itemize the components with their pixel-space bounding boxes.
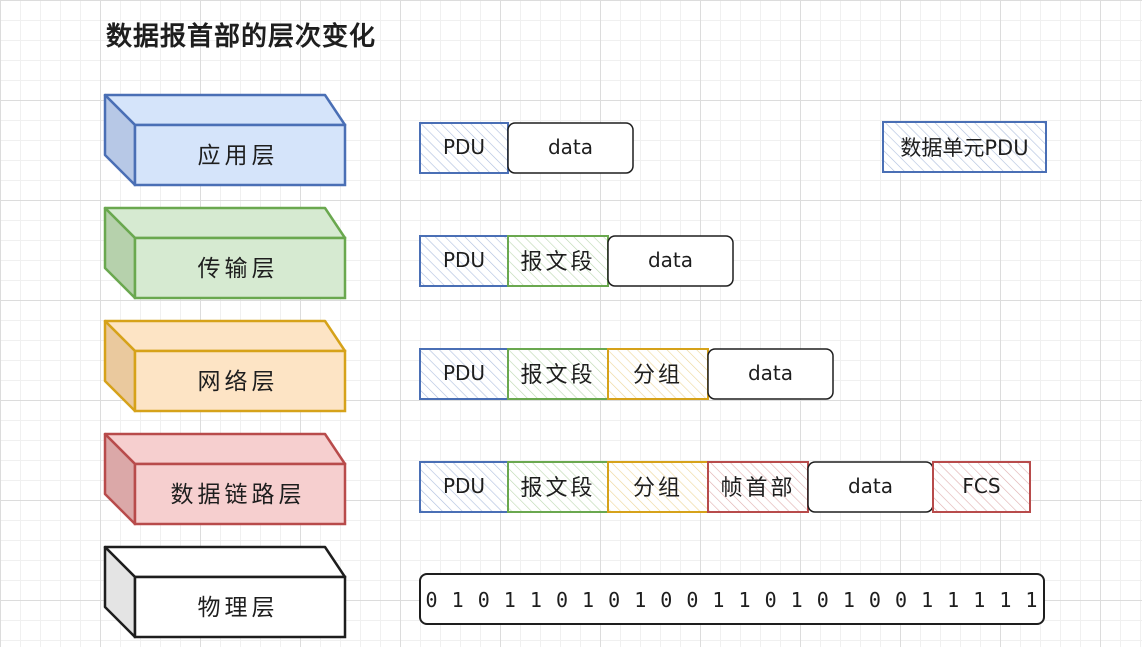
pdu-cell-label: data <box>648 248 693 272</box>
layer-block-top <box>103 93 347 127</box>
pdu-cell-segment: 报文段 <box>507 461 609 513</box>
layer-block-front <box>133 349 347 413</box>
pdu-cell-label: data <box>748 361 793 385</box>
pdu-cell-bg <box>507 235 609 287</box>
layer-row: 物理层 0 1 0 1 1 0 1 0 1 0 0 1 1 0 1 0 1 0 0… <box>103 545 1045 639</box>
pdu-cell-segment: 报文段 <box>507 348 609 400</box>
pdu-cell-label: 报文段 <box>520 476 595 501</box>
pdu-cell-data: data <box>507 122 634 174</box>
pdu-cell-label: 分组 <box>633 363 683 388</box>
layer-row: 应用层 PDU data <box>103 93 634 187</box>
pdu-cell-bg <box>507 348 609 400</box>
pdu-cell-pdu: PDU <box>419 235 509 287</box>
pdu-cell-bg <box>607 235 734 287</box>
pdu-cell-bg <box>607 348 709 400</box>
layer-block-top <box>103 432 347 466</box>
pdu-cell-pdu: PDU <box>419 348 509 400</box>
layer-block-front <box>133 123 347 187</box>
pdu-cell-segment: 报文段 <box>507 235 609 287</box>
pdu-cell-frame-header: 帧首部 <box>707 461 809 513</box>
pdu-cell-data: data <box>707 348 834 400</box>
bit-stream: 0 1 0 1 1 0 1 0 1 0 0 1 1 0 1 0 1 0 0 1 … <box>419 573 1045 625</box>
layer-block-top <box>103 206 347 240</box>
pdu-cell-label: 报文段 <box>520 250 595 275</box>
layer-block: 物理层 <box>103 545 347 639</box>
pdu-cell-bg <box>507 122 634 174</box>
pdu-cell-data: data <box>807 461 934 513</box>
pdu-cell-fcs: FCS <box>932 461 1031 513</box>
legend-swatch <box>882 121 1047 173</box>
layer-block-front <box>133 236 347 300</box>
pdu-cell-label: PDU <box>443 248 485 272</box>
layer-block-front <box>133 575 347 639</box>
pdu-cell-label: FCS <box>962 474 1000 498</box>
layer-row: 数据链路层 PDU 报文段 分组 帧首部 data FCS <box>103 432 1031 526</box>
layer-row: 传输层 PDU 报文段 data <box>103 206 734 300</box>
layer-name: 应用层 <box>198 143 279 169</box>
pdu-cell-label: data <box>548 135 593 159</box>
layer-block-front <box>133 462 347 526</box>
layer-name: 数据链路层 <box>171 482 306 508</box>
pdu-cell-bg <box>419 348 509 400</box>
pdu-cell-label: 分组 <box>633 476 683 501</box>
pdu-cell-bg <box>507 461 609 513</box>
pdu-cell-packet: 分组 <box>607 348 709 400</box>
layer-block-top <box>103 545 347 579</box>
layer-block: 传输层 <box>103 206 347 300</box>
legend-group: 数据单元PDU <box>882 121 1047 173</box>
page-title: 数据报首部的层次变化 <box>106 22 377 52</box>
pdu-cell-data: data <box>607 235 734 287</box>
pdu-cell-bg <box>707 348 834 400</box>
layer-block: 应用层 <box>103 93 347 187</box>
pdu-cell-label: PDU <box>443 474 485 498</box>
layer-row: 网络层 PDU 报文段 分组 data <box>103 319 834 413</box>
layer-name: 物理层 <box>198 595 279 621</box>
legend-label: 数据单元PDU <box>900 136 1028 160</box>
pdu-cell-label: 报文段 <box>520 363 595 388</box>
pdu-cell-pdu: PDU <box>419 461 509 513</box>
legend-pdu: 数据单元PDU <box>882 121 1047 173</box>
layer-block: 网络层 <box>103 319 347 413</box>
pdu-cell-pdu: PDU <box>419 122 509 174</box>
pdu-cell-label: data <box>848 474 893 498</box>
pdu-cell-bg <box>707 461 809 513</box>
bit-stream-text: 0 1 0 1 1 0 1 0 1 0 0 1 1 0 1 0 1 0 0 1 … <box>426 588 1039 612</box>
pdu-cell-bg <box>419 235 509 287</box>
pdu-cell-label: PDU <box>443 135 485 159</box>
bit-stream-box <box>419 573 1045 625</box>
layer-name: 传输层 <box>198 256 279 282</box>
layer-name: 网络层 <box>198 369 279 395</box>
pdu-cell-label: 帧首部 <box>720 476 795 501</box>
pdu-cell-bg <box>932 461 1031 513</box>
layer-block-top <box>103 319 347 353</box>
pdu-cell-packet: 分组 <box>607 461 709 513</box>
pdu-cell-label: PDU <box>443 361 485 385</box>
pdu-cell-bg <box>607 461 709 513</box>
layer-block: 数据链路层 <box>103 432 347 526</box>
